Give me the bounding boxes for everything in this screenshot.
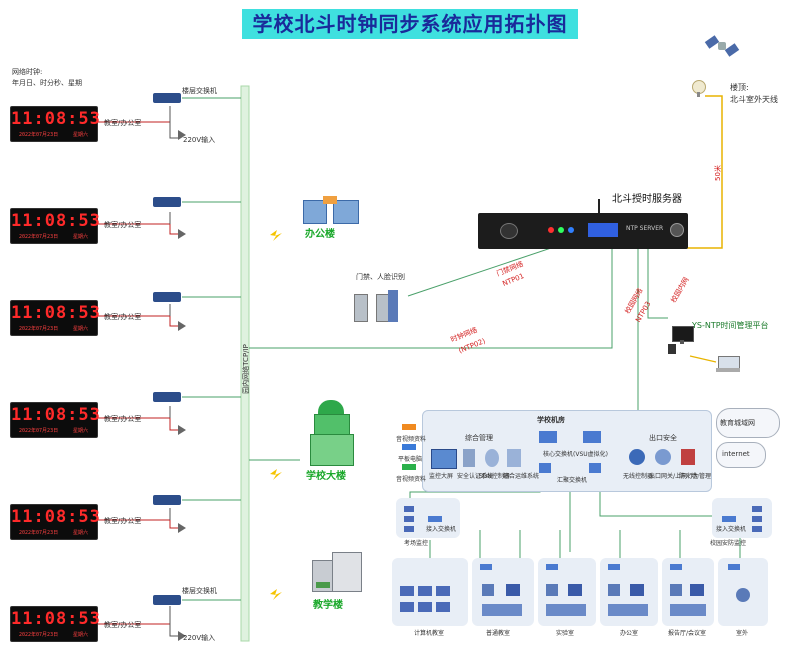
room-label: 教室/办公室 xyxy=(104,517,142,525)
page-title: 学校北斗时钟同步系统应用拓扑图 xyxy=(242,9,578,39)
gate-label: 门禁、人脸识别 xyxy=(356,273,405,281)
room-label: 教室/办公室 xyxy=(104,415,142,423)
power-label: 220V输入 xyxy=(183,634,216,642)
office-building-icon xyxy=(303,196,359,224)
network-clock-1: 11:08:53 2022年07月23日 星期六 xyxy=(10,106,100,142)
exam-monitor-box: 接入交换机 xyxy=(396,498,460,538)
distance-label: 50米 xyxy=(713,165,722,181)
source-label: 音视频资料 xyxy=(396,476,427,483)
exit-label: 出口安全 xyxy=(649,434,677,442)
room-auditorium xyxy=(662,558,714,626)
exam-monitor-label: 考场监控 xyxy=(404,540,429,547)
floor-switch-icon xyxy=(153,392,181,402)
network-clock-3: 11:08:53 2022年07月23日 星期六 xyxy=(10,300,100,336)
room-label-0: 计算机教室 xyxy=(414,630,445,637)
source-label: 音视频资料 xyxy=(396,436,427,443)
internet-cloud-icon xyxy=(716,442,766,468)
internet-label: internet xyxy=(722,450,750,458)
floor-switch-icon xyxy=(153,495,181,505)
room-label-3: 办公室 xyxy=(620,630,639,637)
core-label: 核心交换机(VSU虚拟化) xyxy=(543,451,608,458)
network-clock-5: 11:08:53 2022年07月23日 星期六 xyxy=(10,504,100,540)
room-label-1: 普通教室 xyxy=(486,630,511,637)
room-label: 教室/办公室 xyxy=(104,119,142,127)
room-label-4: 报告厅/会议室 xyxy=(668,630,707,637)
firewall-icon xyxy=(681,449,695,465)
office-building-label: 办公楼 xyxy=(305,229,335,240)
teaching-building-label: 教学楼 xyxy=(313,600,343,611)
converge-switch-icon xyxy=(589,463,601,473)
core-switch-icon xyxy=(539,431,557,443)
floor-switch-icon xyxy=(153,197,181,207)
floor-switch-label: 楼层交换机 xyxy=(182,87,217,95)
antenna-icon xyxy=(692,80,706,97)
gateway-icon xyxy=(655,449,671,465)
campus-room-title: 学校机房 xyxy=(537,416,565,424)
campus-mgmt-label: 综合管理 xyxy=(465,434,493,442)
gate-icon xyxy=(350,290,402,324)
main-building-icon xyxy=(310,400,354,466)
platform-pc-icon xyxy=(668,326,694,354)
campus-monitor-label: 校园安防监控 xyxy=(710,540,747,547)
floor-switch-icon xyxy=(153,93,181,103)
room-label-2: 实验室 xyxy=(556,630,575,637)
wireless-controller-icon xyxy=(629,449,645,465)
edu-network-cloud-icon xyxy=(716,408,780,438)
wireless-label: 无线控制器 xyxy=(623,473,654,480)
source-label: 平板电脑 xyxy=(398,456,423,463)
legend-line2: 年月日、时分秒、星期 xyxy=(12,79,82,87)
ops-label: 综合运维系统 xyxy=(503,473,540,480)
network-clock-4: 11:08:53 2022年07月23日 星期六 xyxy=(10,402,100,438)
roof-label-1: 楼顶: xyxy=(730,83,749,92)
room-label: 教室/办公室 xyxy=(104,621,142,629)
satellite-icon xyxy=(704,30,740,62)
room-office xyxy=(600,558,658,626)
power-label: 220V输入 xyxy=(183,136,216,144)
ops-icon xyxy=(507,449,521,467)
server-panel-label: NTP SERVER xyxy=(626,225,664,232)
monitor-label: 监控大屏 xyxy=(429,473,454,480)
network-clock-2: 11:08:53 2022年07月23日 星期六 xyxy=(10,208,100,244)
teaching-building-icon xyxy=(312,552,362,592)
room-label-5: 室外 xyxy=(736,630,749,637)
laptop-icon xyxy=(716,356,740,374)
floor-switch-icon xyxy=(153,595,181,605)
legend-line1: 网络时钟: xyxy=(12,68,43,76)
room-classroom xyxy=(472,558,534,626)
network-clock-6: 11:08:53 2022年07月23日 星期六 xyxy=(10,606,100,642)
campus-poe-label: 接入交换机 xyxy=(716,526,747,533)
exam-poe-label: 接入交换机 xyxy=(426,526,457,533)
platform-label: YS-NTP时间管理平台 xyxy=(692,321,769,330)
room-outdoor xyxy=(718,558,768,626)
monitor-wall-icon xyxy=(431,449,457,469)
room-laboratory xyxy=(538,558,596,626)
auth-icon xyxy=(463,449,475,467)
sdn-icon xyxy=(485,449,499,467)
campus-server-room: 学校机房 综合管理 监控大屏 安全认证系统 SDN控制器 综合运维系统 核心交换… xyxy=(422,410,712,492)
room-label: 教室/办公室 xyxy=(104,313,142,321)
source-icon xyxy=(402,464,416,470)
ntp-server-device: NTP SERVER xyxy=(478,199,688,249)
floor-switch-icon xyxy=(153,292,181,302)
core-switch-icon xyxy=(583,431,601,443)
source-icon xyxy=(402,444,416,450)
backbone: 园内网络TCP/IP xyxy=(240,330,250,410)
firewall-label: 防火墙 xyxy=(679,473,698,480)
floor-switch-label: 楼层交换机 xyxy=(182,587,217,595)
converge-switch-icon xyxy=(539,463,551,473)
edu-network-label: 教育城域网 xyxy=(720,419,755,427)
gateway-label: 出口网关/上网行为管理 xyxy=(649,473,712,480)
campus-monitor-box: 接入交换机 xyxy=(712,498,772,538)
main-building-label: 学校大楼 xyxy=(306,471,346,482)
room-label: 教室/办公室 xyxy=(104,221,142,229)
converge-label: 汇聚交换机 xyxy=(557,477,588,484)
server-title: 北斗授时服务器 xyxy=(612,194,682,205)
room-computer-lab xyxy=(392,558,468,626)
source-icon xyxy=(402,424,416,430)
roof-label-2: 北斗室外天线 xyxy=(730,95,778,104)
auth-label: 安全认证系统 xyxy=(457,473,494,480)
backbone-label: 园内网络TCP/IP xyxy=(242,344,250,394)
sdn-label: SDN控制器 xyxy=(479,473,510,480)
